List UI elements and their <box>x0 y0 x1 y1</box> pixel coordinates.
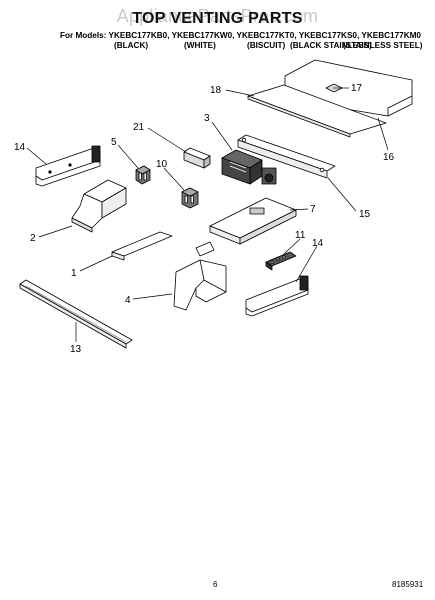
document-number: 8185931 <box>392 580 424 589</box>
part-10-switch <box>181 187 199 209</box>
part-7-tray <box>209 197 297 245</box>
callout-4: 4 <box>125 295 131 306</box>
part-18-plate <box>247 84 387 138</box>
part-2-duct <box>71 179 127 233</box>
color-label-white: (WHITE) <box>184 41 216 50</box>
page-title: TOP VENTING PARTS <box>132 10 303 27</box>
callout-15: 15 <box>359 209 371 220</box>
part-4-bracket <box>173 241 227 311</box>
part-21-block <box>183 147 211 169</box>
part-13-rail <box>19 279 133 349</box>
part-14-right-bracket <box>245 275 309 317</box>
leader-lines <box>26 87 389 342</box>
callout-17: 17 <box>351 83 363 94</box>
callout-5: 5 <box>111 137 117 148</box>
part-1-strip <box>111 231 173 261</box>
callout-7: 7 <box>310 204 316 215</box>
part-15-rail <box>237 134 336 179</box>
part-14-left-bracket <box>35 145 101 187</box>
color-label-black: (BLACK) <box>114 41 149 50</box>
models-line: For Models: YKEBC177KB0, YKEBC177KW0, YK… <box>60 31 421 40</box>
callout-21: 21 <box>133 122 145 133</box>
color-label-black-stainless: (BLACK STAINLESS) <box>290 41 372 50</box>
callout-18: 18 <box>210 85 222 96</box>
callout-14-right: 14 <box>312 238 324 249</box>
color-label-stainless-steel: (STAINLESS STEEL) <box>343 41 423 50</box>
page-number: 6 <box>213 580 218 589</box>
callout-1: 1 <box>71 268 77 279</box>
part-11-terminal-block <box>265 251 297 271</box>
callout-11: 11 <box>295 230 306 241</box>
callout-3: 3 <box>204 113 210 124</box>
watermark: AppliancePartsPros.com <box>116 6 319 26</box>
callout-13: 13 <box>70 344 82 355</box>
color-label-biscuit: (BISCUIT) <box>247 41 286 50</box>
part-3-fan-assembly <box>221 149 277 185</box>
callout-14-left: 14 <box>14 142 26 153</box>
callout-10: 10 <box>156 159 168 170</box>
part-5-switch <box>135 165 151 185</box>
callout-16: 16 <box>383 152 395 163</box>
callout-2: 2 <box>30 233 36 244</box>
